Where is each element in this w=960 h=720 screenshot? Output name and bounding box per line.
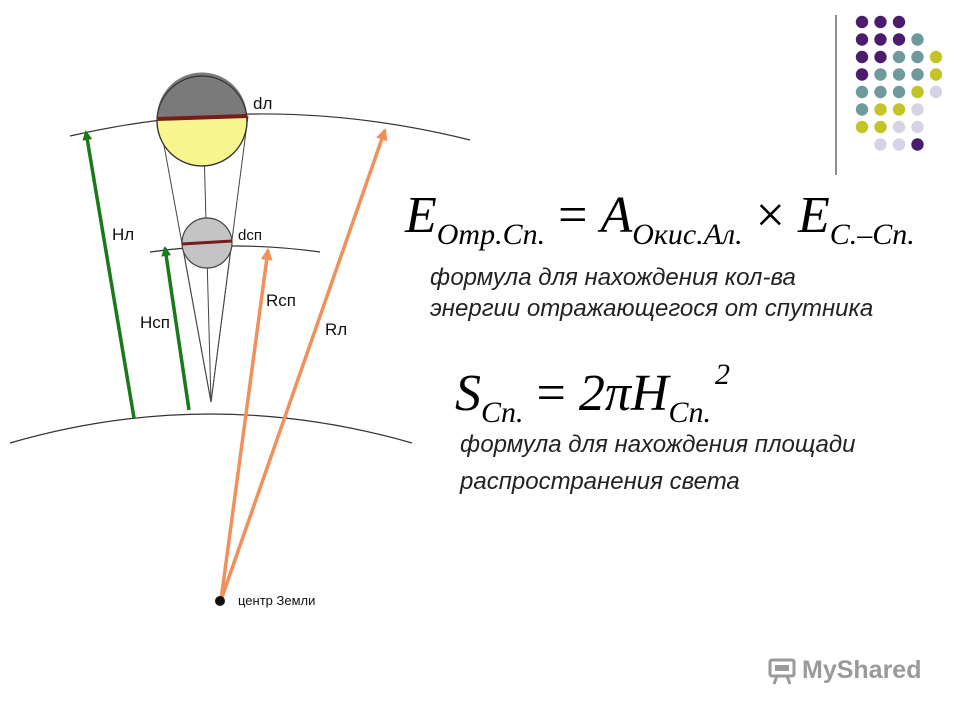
energy-e-sub: С.–Сп. xyxy=(829,218,915,251)
area-caption-line1: формула для нахождения площади xyxy=(460,431,856,458)
area-formula: SСп. = 2πHСп.2 xyxy=(455,360,730,428)
decor-dot xyxy=(855,15,869,29)
area-lhs-sub: Сп. xyxy=(481,396,524,429)
energy-lhs: E xyxy=(405,187,437,244)
area-lhs: S xyxy=(455,365,481,422)
decor-dot xyxy=(874,68,887,81)
decorative-dot-grid xyxy=(855,15,943,151)
area-exp: 2 xyxy=(714,358,730,391)
cone-line-small-left xyxy=(181,242,212,403)
decor-dot xyxy=(911,33,924,46)
decor-dot xyxy=(892,103,906,116)
decor-dot xyxy=(911,68,924,81)
decor-dot xyxy=(874,33,887,46)
myshared-logo: MyShared xyxy=(768,656,921,685)
decor-dot xyxy=(892,33,906,46)
energy-caption-line1: формула для нахождения кол-ва xyxy=(430,264,796,291)
decor-dot xyxy=(892,68,906,81)
decor-dot xyxy=(911,138,924,151)
energy-caption: формула для нахождения кол-ва энергии от… xyxy=(430,262,873,324)
decor-dot xyxy=(874,15,887,29)
decor-dot xyxy=(911,85,924,99)
decor-dot xyxy=(855,120,869,134)
energy-caption-line2: энергии отражающегося от спутника xyxy=(430,295,874,323)
decor-dot xyxy=(929,68,943,81)
decor-dot xyxy=(874,50,887,64)
cone-line-small-right xyxy=(210,240,233,403)
decor-dot xyxy=(855,85,869,99)
label-h-sp: Hсп xyxy=(140,313,170,332)
energy-e: E xyxy=(797,187,830,244)
energy-lhs-sub: Отр.Сп. xyxy=(436,218,546,251)
label-r-sp: Rсп xyxy=(266,291,296,310)
area-eq: = xyxy=(536,365,566,422)
decor-dot xyxy=(855,68,869,81)
label-earth-center: центр Земли xyxy=(238,593,315,608)
decor-dot xyxy=(929,50,943,64)
label-h-l: Hл xyxy=(112,225,134,244)
earth-center-dot xyxy=(215,596,225,606)
label-d-sp: dсп xyxy=(238,227,262,244)
large-circle-outline xyxy=(156,75,248,167)
outer-orbit-arc xyxy=(69,113,471,141)
decor-dot xyxy=(892,15,906,29)
area-rhs: 2πH xyxy=(578,365,669,422)
decor-dot xyxy=(874,138,887,151)
presentation-icon xyxy=(768,658,796,685)
decor-dot xyxy=(911,50,924,64)
label-d-l: dл xyxy=(253,94,272,113)
decor-dot xyxy=(855,50,869,64)
energy-a: A xyxy=(600,187,633,244)
energy-formula: EОтр.Сп. = AОкис.Ал. × EС.–Сп. xyxy=(405,187,915,250)
energy-times: × xyxy=(755,187,785,244)
area-rhs-sub: Сп. xyxy=(668,396,711,429)
area-caption: формула для нахождения площади распростр… xyxy=(460,426,856,500)
decor-dot xyxy=(911,103,924,116)
large-circle xyxy=(156,72,248,167)
decor-dot xyxy=(892,120,906,134)
area-caption-line2: распространения света xyxy=(460,468,740,496)
earth-surface-arc xyxy=(9,413,413,444)
energy-eq: = xyxy=(558,187,588,244)
decor-dot xyxy=(892,50,906,64)
radius-arrow-l xyxy=(219,128,388,601)
height-arrow-sp xyxy=(161,246,191,411)
decor-dot xyxy=(855,33,869,46)
decor-dot xyxy=(855,103,869,116)
small-circle xyxy=(181,217,233,269)
height-arrow-l xyxy=(82,130,136,419)
large-diameter-line xyxy=(156,114,248,121)
decor-dot xyxy=(874,120,887,134)
decor-dot xyxy=(892,138,906,151)
label-r-l: Rл xyxy=(325,320,347,339)
large-circle-top xyxy=(156,72,247,119)
decor-dot xyxy=(874,85,887,99)
small-diameter-line xyxy=(181,239,233,246)
logo-text: MyShared xyxy=(802,656,922,684)
decor-dot xyxy=(892,85,906,99)
decor-dot xyxy=(874,103,887,116)
decor-dot xyxy=(929,85,943,99)
inner-orbit-arc xyxy=(149,245,321,253)
decor-dot xyxy=(911,120,924,134)
radius-arrow-sp xyxy=(219,248,273,601)
energy-a-sub: Окис.Ал. xyxy=(632,218,743,251)
